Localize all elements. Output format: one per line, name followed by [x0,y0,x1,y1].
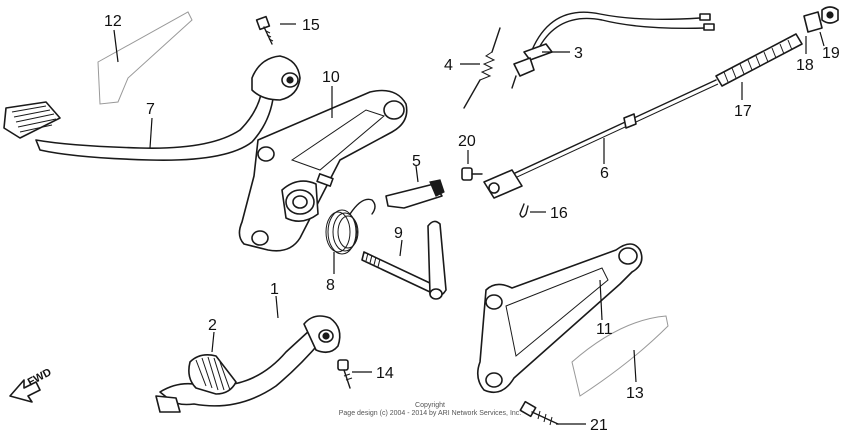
callout-2: 2 [208,317,217,334]
pedal-tread-icon [11,105,57,133]
part-21-bolt[interactable] [519,400,559,426]
callout-12: 12 [104,13,122,30]
rubber-grip-icon [195,356,231,391]
rod-thread-icon [723,39,793,83]
part-10-step-holder[interactable] [238,89,408,252]
fwd-label: FWD [26,366,54,388]
fwd-direction-arrow-icon: FWD [9,366,54,403]
part-8-return-spring[interactable] [325,198,376,255]
part-6-brake-rod[interactable] [483,79,719,199]
callout-13: 13 [626,385,644,402]
callout-8: 8 [326,277,335,294]
shaft-spline-icon [365,252,381,268]
callout-19: 19 [822,45,840,62]
callout-10: 10 [322,69,340,86]
callout-21: 21 [590,417,608,434]
part-4-spring[interactable] [463,27,501,109]
part-3-brake-switch[interactable] [511,11,715,89]
part-11-step-holder[interactable] [476,243,643,394]
part-20-bolt[interactable] [461,167,483,181]
part-19-nut[interactable] [821,6,839,24]
callout-9: 9 [394,225,403,242]
callout-11: 11 [596,321,613,338]
part-2-rubber[interactable] [188,354,237,395]
part-13-heel-guard[interactable] [571,315,669,397]
part-17-rod[interactable] [715,33,803,87]
callout-17: 17 [734,103,752,120]
callout-20: 20 [458,133,476,150]
part-9-shaft-arm[interactable] [361,220,447,300]
callout-1: 1 [270,281,279,298]
part-7-brake-pedal[interactable] [3,55,301,161]
copyright-notice: Copyright Page design (c) 2004 - 2014 by… [330,402,530,418]
callout-18: 18 [796,57,814,74]
callout-5: 5 [412,153,421,170]
part-5-plate[interactable] [385,179,445,209]
callout-labels: 12 15 7 10 4 3 19 18 17 5 6 20 16 9 8 11… [104,13,840,434]
callout-4: 4 [444,57,453,74]
callout-6: 6 [600,165,609,182]
callout-16: 16 [550,205,568,222]
copyright-line-2: Page design (c) 2004 - 2014 by ARI Netwo… [338,410,522,417]
callout-7: 7 [146,101,155,118]
part-14-bolt[interactable] [337,359,353,389]
callout-15: 15 [302,17,320,34]
leader-lines [113,23,825,425]
part-18-joint[interactable] [803,11,823,33]
part-1-gear-change-pedal[interactable] [155,315,341,413]
part-16-cotter-pin[interactable] [519,203,529,218]
callout-14: 14 [376,365,394,382]
copyright-line-1: Copyright [415,402,445,409]
part-12-pedal-guard[interactable] [97,11,193,105]
callout-3: 3 [574,45,583,62]
part-15-bolt[interactable] [255,15,274,45]
